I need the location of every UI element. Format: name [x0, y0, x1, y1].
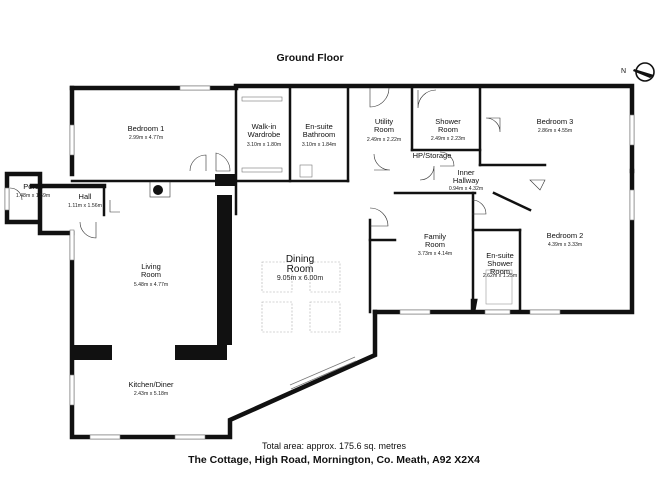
room-kitchen-diner: Kitchen/Diner 2.43m x 5.18m [128, 380, 174, 397]
room-name: Hall [79, 192, 92, 201]
doors [9, 87, 546, 239]
room-hp-storage: HP/Storage [413, 151, 452, 160]
room-dims: 3.73m x 4.14m [418, 251, 452, 257]
room-name: Bedroom 1 [128, 124, 165, 133]
total-area: Total area: approx. 175.6 sq. metres [261, 441, 407, 451]
room-dims: 3.10m x 1.80m [247, 142, 281, 148]
room-name: Bedroom 2 [547, 231, 584, 240]
compass-label: N [621, 68, 626, 75]
room-dims: 3.10m x 1.84m [302, 142, 336, 148]
internal-walls [70, 86, 547, 360]
room-dims: 2.99m x 4.77m [129, 135, 163, 141]
room-name: Kitchen/Diner [128, 380, 174, 389]
room-porch: Porch 1.48m x 1.59m [16, 182, 50, 199]
room-dims: 1.48m x 1.59m [16, 193, 50, 199]
address: The Cottage, High Road, Mornington, Co. … [188, 454, 480, 466]
compass-icon: N [621, 62, 655, 82]
room-dims: 2.49m x 2.23m [431, 136, 465, 142]
room-dims: 0.94m x 4.32m [449, 186, 483, 192]
room-dims: 1.11m x 1.56m [68, 203, 102, 209]
room-dims: 4.39m x 3.33m [548, 242, 582, 248]
fixtures [241, 96, 513, 333]
room-name: Porch [23, 182, 43, 191]
room-dims: 2.43m x 5.18m [134, 391, 168, 397]
windows [4, 85, 635, 440]
room-bedroom-3: Bedroom 3 2.86m x 4.55m [537, 117, 574, 134]
room-dims: 2.49m x 2.22m [367, 137, 401, 143]
room-dims: 5.48m x 4.77m [134, 282, 168, 288]
room-name: Bedroom 3 [537, 117, 574, 126]
room-name: HP/Storage [413, 151, 452, 160]
room-dims: 2.86m x 4.55m [538, 128, 572, 134]
floor-title: Ground Floor [276, 52, 344, 64]
room-bedroom-1: Bedroom 1 2.99m x 4.77m [128, 124, 165, 141]
room-hall: Hall 1.11m x 1.56m [68, 192, 102, 209]
room-dims: 9.05m x 6.00m [277, 275, 323, 282]
room-bedroom-2: Bedroom 2 4.39m x 3.33m [547, 231, 584, 248]
room-dims: 2.62m x 1.25m [483, 273, 517, 279]
